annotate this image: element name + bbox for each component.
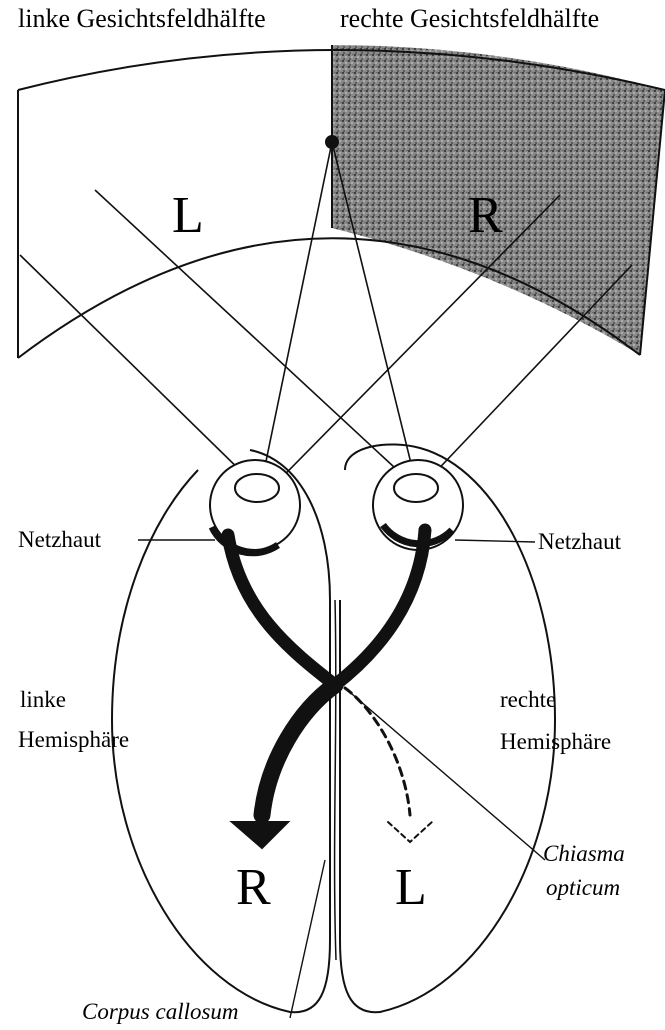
right-optic-nerve: [335, 530, 425, 685]
right-optic-tract-dashed: [345, 688, 410, 815]
label-pointers: [138, 540, 545, 1018]
pointer-corpus: [290, 860, 325, 1018]
visual-field: [18, 45, 665, 358]
right-visual-field-heading: rechte Gesichtsfeldhälfte: [340, 6, 599, 32]
field-letter-right: R: [468, 190, 503, 242]
right-hemisphere-label-line2: Hemisphäre: [500, 730, 611, 753]
field-letter-left: L: [172, 190, 204, 242]
chiasma-label-line2: opticum: [546, 876, 620, 899]
left-visual-field-heading: linke Gesichtsfeldhälfte: [18, 6, 266, 32]
retina-label-left: Netzhaut: [18, 528, 101, 551]
left-hemisphere-label-line1: linke: [20, 688, 66, 711]
left-tract-arrowhead: [232, 822, 288, 848]
right-tract-arrowhead: [388, 822, 432, 842]
right-hemisphere-label-line1: rechte: [500, 688, 556, 711]
corpus-callosum-label: Corpus callosum: [82, 1000, 239, 1023]
brain-letter-right: L: [395, 862, 427, 914]
chiasma-label-line1: Chiasma: [543, 842, 625, 865]
brain-letter-left: R: [236, 862, 271, 914]
retina-label-right: Netzhaut: [538, 530, 621, 553]
brain-outline: [112, 444, 555, 1012]
pointer-netzhaut-right: [455, 540, 535, 542]
corpus-callosum-line: [335, 600, 336, 960]
left-optic-tract: [262, 685, 335, 815]
pointer-chiasma: [345, 688, 545, 860]
left-hemisphere-label-line2: Hemisphäre: [18, 728, 129, 751]
left-optic-nerve: [228, 535, 335, 685]
